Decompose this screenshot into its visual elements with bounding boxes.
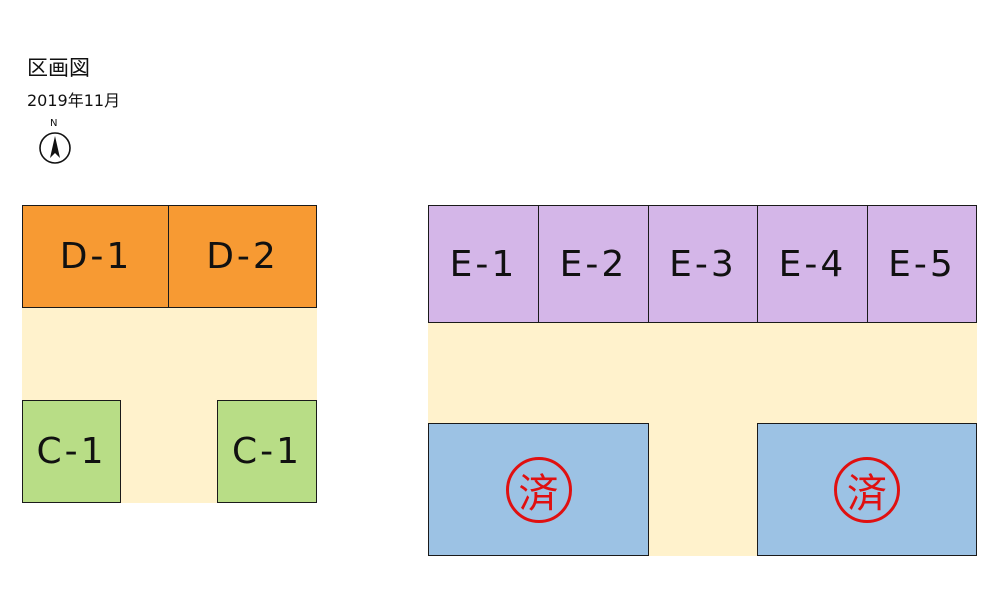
north-label: N [50, 118, 58, 129]
lot-label: C-1 [36, 431, 107, 472]
lot-d-1[interactable]: D-1 [22, 205, 170, 308]
north-compass: N [37, 118, 73, 164]
lot-d-2[interactable]: D-2 [168, 205, 317, 308]
lot-e-1[interactable]: E-1 [428, 205, 539, 323]
lot-c-1-right[interactable]: C-1 [217, 400, 317, 503]
lot-label: E-3 [669, 243, 737, 285]
lot-e-3[interactable]: E-3 [648, 205, 758, 323]
lot-sold-right[interactable]: 済 [757, 423, 977, 556]
sold-stamp: 済 [505, 456, 572, 523]
lot-e-4[interactable]: E-4 [757, 205, 868, 323]
lot-label: D-2 [206, 236, 279, 277]
sold-stamp: 済 [834, 456, 900, 523]
lot-c-1-left[interactable]: C-1 [22, 400, 121, 503]
lot-label: C-1 [231, 431, 303, 472]
lot-e-2[interactable]: E-2 [538, 205, 649, 323]
lot-label: E-2 [559, 243, 628, 285]
right-aisle-horizontal [428, 322, 977, 425]
lot-sold-left[interactable]: 済 [428, 423, 649, 556]
lot-label: E-1 [449, 243, 518, 285]
lot-label: E-5 [888, 243, 956, 285]
lot-label: E-4 [778, 243, 847, 285]
date-label: 2019年11月 [27, 91, 121, 110]
left-aisle-horizontal [22, 307, 317, 401]
lot-label: D-1 [59, 236, 133, 277]
right-aisle-vertical [648, 420, 758, 556]
left-aisle-vertical [120, 395, 217, 503]
north-arrow-icon [39, 132, 71, 164]
lot-e-5[interactable]: E-5 [867, 205, 977, 323]
page-title: 区画図 [27, 56, 90, 80]
